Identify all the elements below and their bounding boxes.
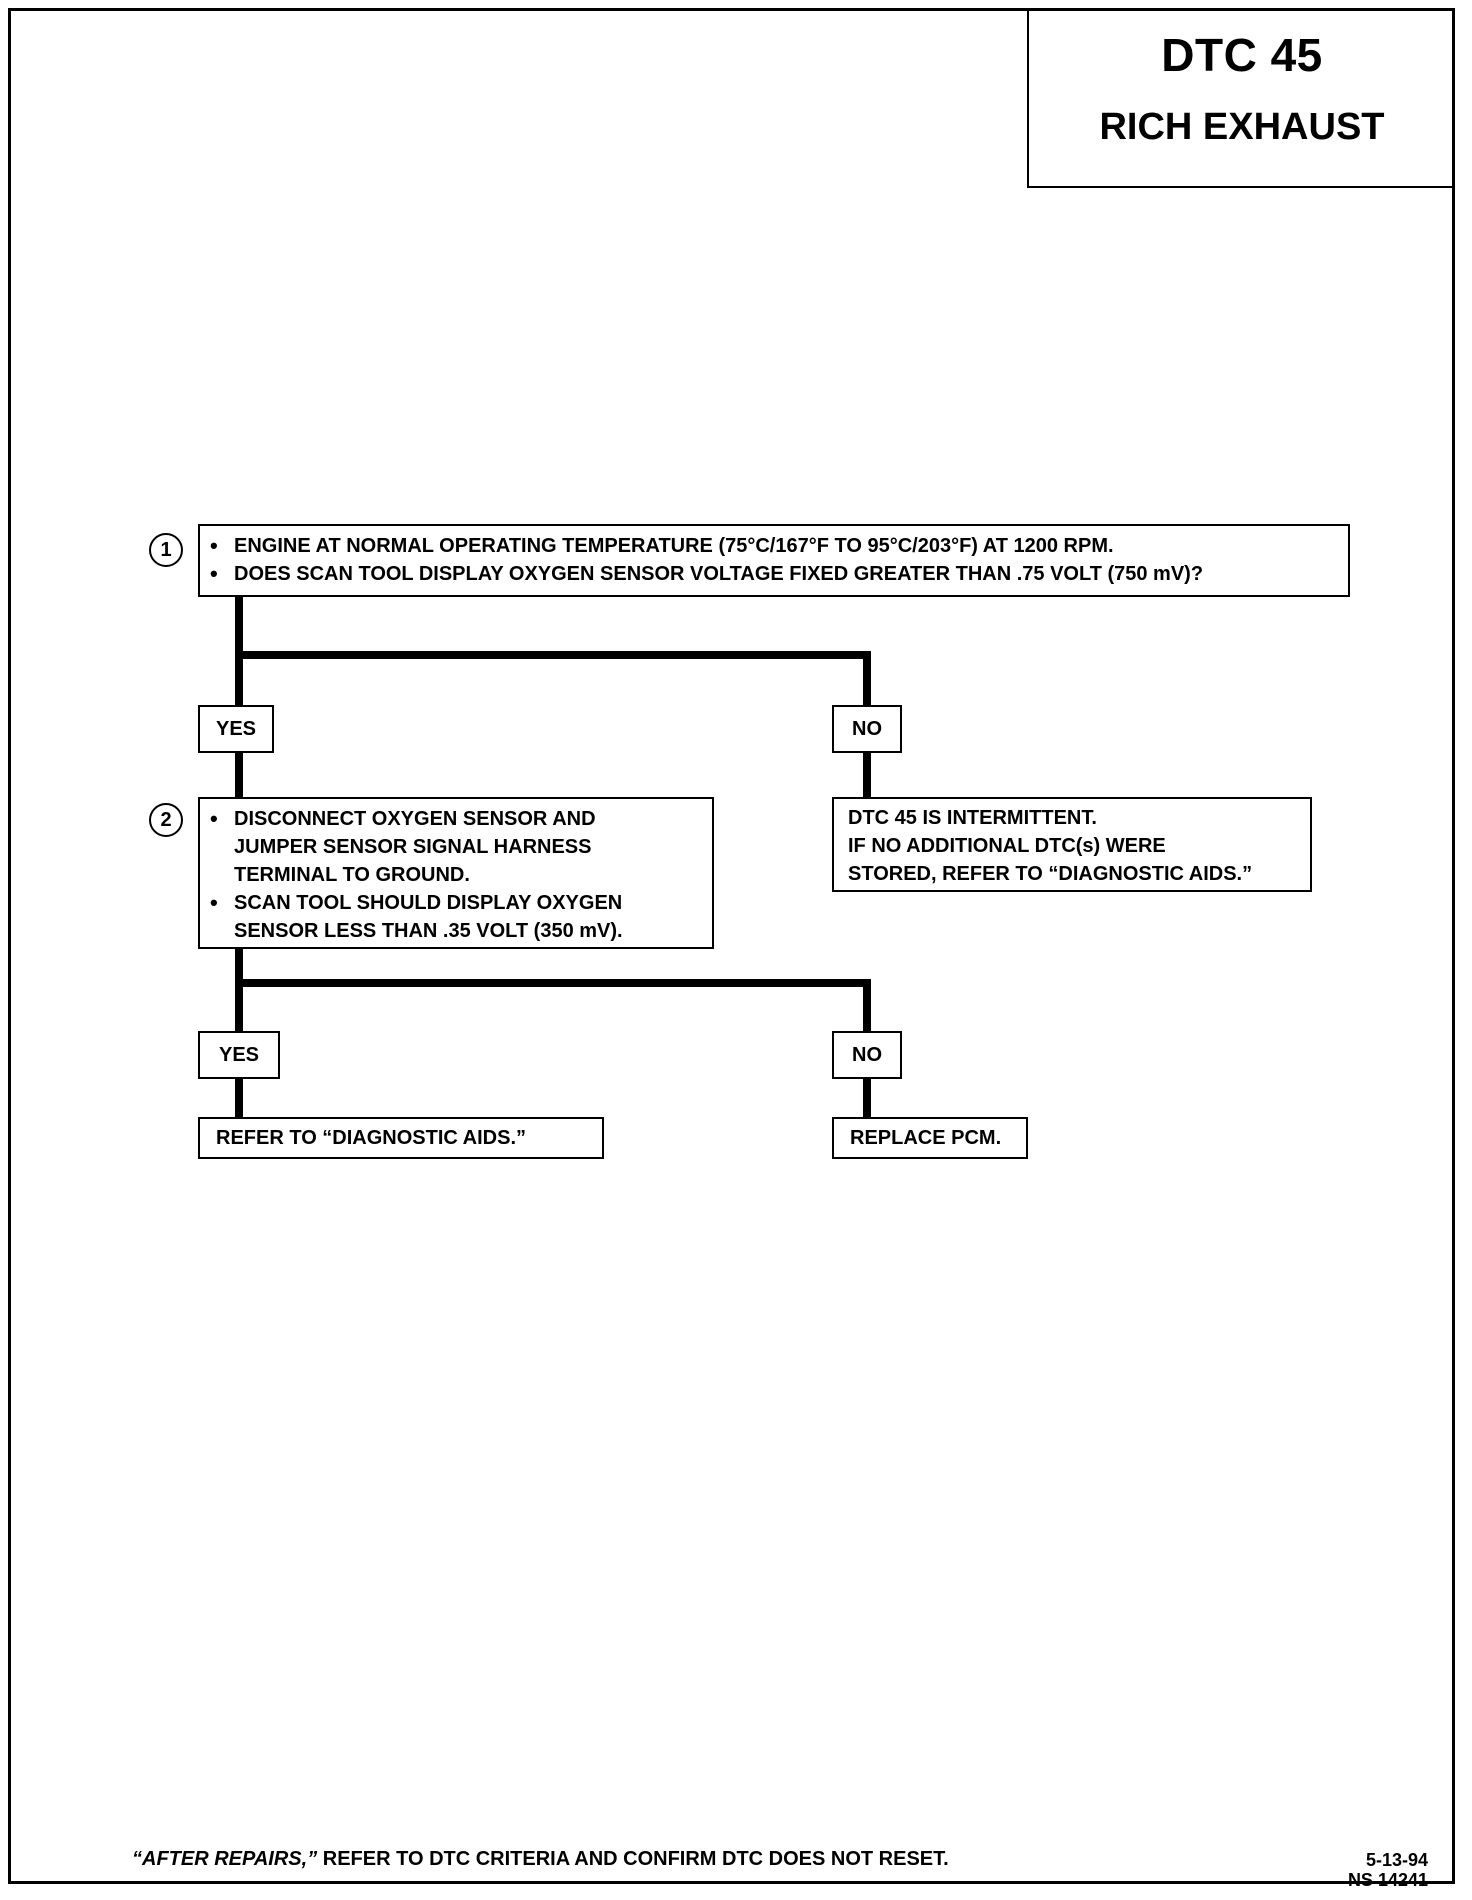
after-repairs-emphasis: “AFTER REPAIRS,” <box>132 1848 318 1870</box>
step-2-number: 2 <box>160 809 172 831</box>
step-2-no-text: NO <box>852 1044 882 1066</box>
step-2-yes-result-box: REFER TO “DIAGNOSTIC AIDS.” <box>198 1117 604 1159</box>
document-date: 5-13-94 <box>1365 1850 1428 1870</box>
step-1-bullet-1: ENGINE AT NORMAL OPERATING TEMPERATURE (… <box>200 532 1348 560</box>
step-1-box: ENGINE AT NORMAL OPERATING TEMPERATURE (… <box>198 524 1350 597</box>
step-2-no-result: REPLACE PCM. <box>850 1127 1002 1149</box>
step-1-number-circle: 1 <box>149 533 183 567</box>
step-2-bullet-1-line-3: TERMINAL TO GROUND. <box>234 864 470 886</box>
step-1-no-result-line-2: IF NO ADDITIONAL DTC(s) WERE <box>848 835 1166 857</box>
document-id-block: 5-13-94 NS 14241 <box>1348 1850 1428 1890</box>
page-frame <box>8 8 1455 1884</box>
step-1-no-result-line-3: STORED, REFER TO “DIAGNOSTIC AIDS.” <box>848 863 1253 885</box>
step-2-yes-result: REFER TO “DIAGNOSTIC AIDS.” <box>216 1127 527 1149</box>
step-2-box: DISCONNECT OXYGEN SENSOR AND JUMPER SENS… <box>198 797 714 949</box>
step-1-yes-text: YES <box>215 718 257 740</box>
connector-step1-branch <box>235 651 871 659</box>
dtc-code-title: DTC 45 <box>1161 29 1323 81</box>
step-2-bullet-1-line-2: JUMPER SENSOR SIGNAL HARNESS <box>234 836 592 858</box>
dtc-subtitle: RICH EXHAUST <box>1099 106 1385 148</box>
document-number: NS 14241 <box>1347 1870 1428 1890</box>
step-1-no-result-box: DTC 45 IS INTERMITTENT. IF NO ADDITIONAL… <box>832 797 1312 892</box>
step-1-number: 1 <box>160 539 172 561</box>
step-2-number-circle: 2 <box>149 803 183 837</box>
step-2-bullet-2-line-2: SENSOR LESS THAN .35 VOLT (350 mV). <box>234 920 623 942</box>
step-1-bullet-2: DOES SCAN TOOL DISPLAY OXYGEN SENSOR VOL… <box>200 560 1348 588</box>
step-1-no-result-line-1: DTC 45 IS INTERMITTENT. <box>848 807 1097 829</box>
step-2-bullet-1-line-1: DISCONNECT OXYGEN SENSOR AND <box>234 808 596 830</box>
step-1-no-text: NO <box>852 718 882 740</box>
connector-step2-branch <box>235 979 871 987</box>
step-1-yes-label: YES <box>198 705 274 753</box>
step-2-yes-text: YES <box>218 1044 260 1066</box>
title-block: DTC 45 RICH EXHAUST <box>1027 10 1455 188</box>
step-2-no-label: NO <box>832 1031 902 1079</box>
step-2-yes-label: YES <box>198 1031 280 1079</box>
step-2-bullet-2-line-1: SCAN TOOL SHOULD DISPLAY OXYGEN <box>234 892 623 914</box>
step-2-no-result-box: REPLACE PCM. <box>832 1117 1028 1159</box>
step-2-bullet-2: SCAN TOOL SHOULD DISPLAY OXYGEN SENSOR L… <box>200 889 712 945</box>
connector-step1-trunk <box>235 590 243 802</box>
step-1-no-label: NO <box>832 705 902 753</box>
after-repairs-text: REFER TO DTC CRITERIA AND CONFIRM DTC DO… <box>317 1848 949 1870</box>
step-2-bullet-1: DISCONNECT OXYGEN SENSOR AND JUMPER SENS… <box>200 805 712 889</box>
after-repairs-note: “AFTER REPAIRS,” REFER TO DTC CRITERIA A… <box>132 1848 949 1871</box>
